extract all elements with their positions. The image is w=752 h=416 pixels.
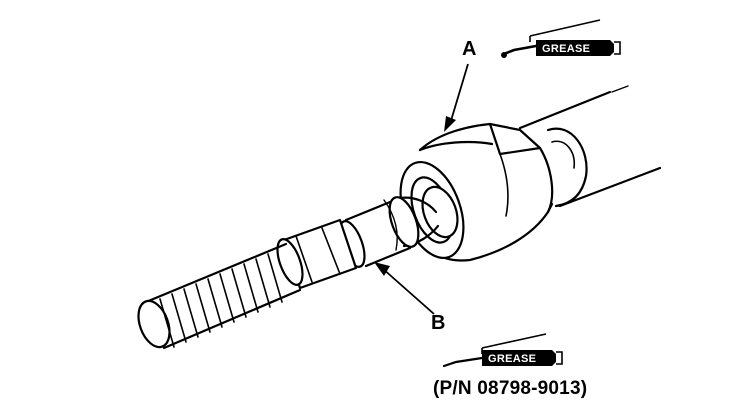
part-number-caption: (P/N 08798-9013) [433, 378, 588, 399]
grease-tube-label-top: GREASE [542, 43, 590, 55]
leader-arrow-b [374, 262, 435, 315]
steering-rack-housing [518, 85, 662, 208]
leader-arrow-a [444, 63, 469, 132]
grease-tube-label-bottom: GREASE [488, 353, 536, 365]
callout-label-b: B [431, 312, 446, 334]
hex-section [276, 218, 358, 290]
tie-rod-shaft [338, 196, 420, 268]
threaded-end [137, 242, 302, 350]
grease-tube-icon: GREASE [442, 333, 563, 368]
callout-label-a: A [462, 38, 477, 60]
grease-tube-icon: GREASE [501, 19, 621, 58]
